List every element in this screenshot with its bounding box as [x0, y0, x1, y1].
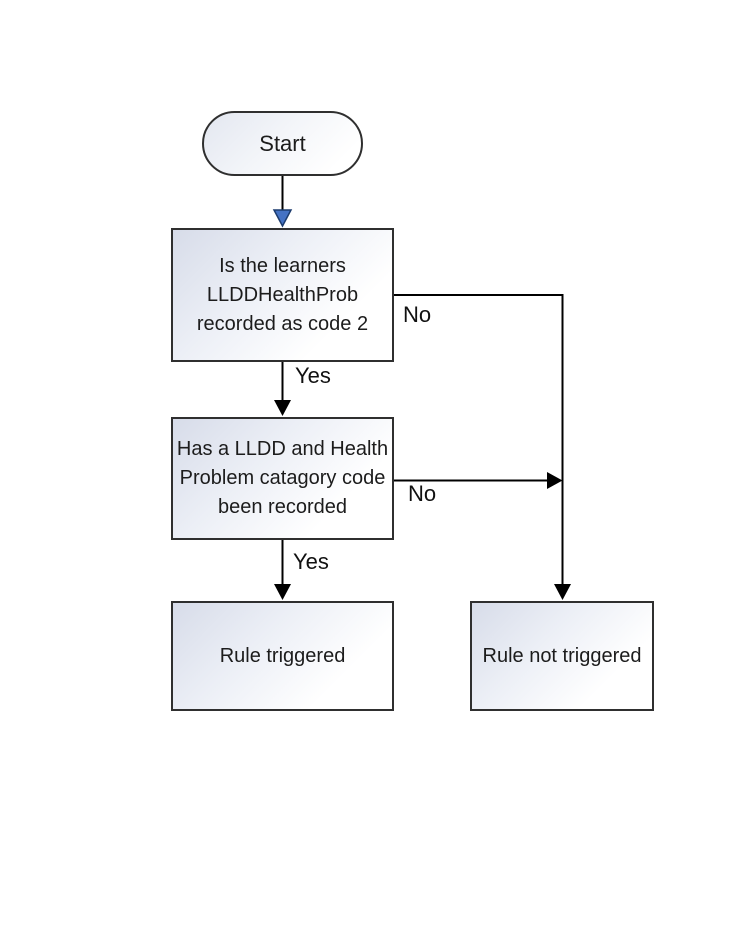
- arrowhead-black-down-icon: [554, 584, 571, 600]
- edge-label-yes-2: Yes: [293, 549, 329, 574]
- edge-decision1-no: [394, 294, 564, 585]
- outcome-node-rule-triggered: Rule triggered: [171, 601, 394, 711]
- decision-node-llddhealthprob: Is the learners LLDDHealthProb recorded …: [171, 228, 394, 362]
- start-node-label: Start: [259, 130, 306, 156]
- decision-node-line: been recorded: [218, 496, 347, 518]
- start-node: Start: [202, 111, 363, 176]
- outcome-node-rule-not-triggered: Rule not triggered: [470, 601, 654, 711]
- arrowhead-black-down-icon: [274, 400, 291, 416]
- arrowhead-blue-down-icon: [272, 209, 293, 228]
- edge-label-no-2: No: [408, 481, 437, 506]
- arrowhead-black-down-icon: [274, 584, 291, 600]
- decision-node-line: Has a LLDD and Health: [176, 438, 389, 460]
- outcome-node-label: Rule not triggered: [482, 644, 642, 667]
- arrowhead-black-right-icon: [547, 472, 563, 489]
- decision-node-line: LLDDHealthProb: [206, 283, 359, 306]
- edge-label-yes-1: Yes: [295, 363, 331, 388]
- edge-label-no-1: No: [403, 302, 432, 327]
- decision-node-line: Is the learners: [219, 254, 346, 277]
- decision-node-line: Problem catagory code: [179, 467, 386, 489]
- decision-node-category-code: Has a LLDD and Health Problem catagory c…: [171, 417, 394, 540]
- decision-node-line: recorded as code 2: [196, 312, 369, 335]
- outcome-node-label: Rule triggered: [219, 644, 346, 667]
